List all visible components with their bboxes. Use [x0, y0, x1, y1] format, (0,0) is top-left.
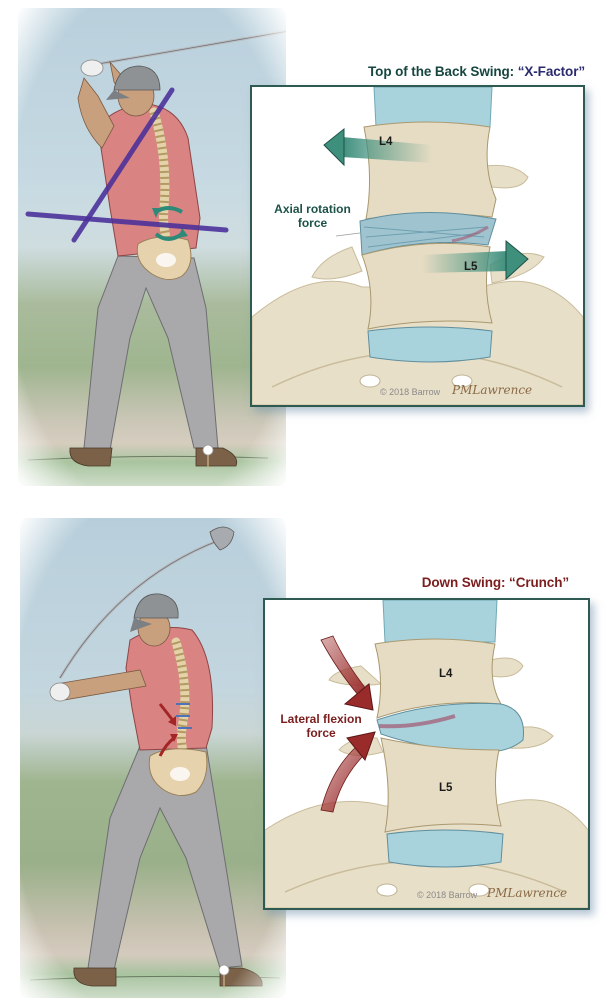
lateral-flexion-force-label: Lateral flexion force — [271, 712, 371, 740]
artist-signature: PMLawrence — [487, 886, 568, 900]
down-swing-title-text: Down Swing: — [421, 575, 510, 590]
lateral-flexion-spine-illustration — [265, 600, 588, 908]
back-swing-golfer-illustration — [25, 30, 286, 468]
copyright-text: © 2018 Barrow — [380, 387, 441, 397]
vertebra-label-l4: L4 — [439, 668, 453, 680]
down-swing-golfer-illustration — [29, 526, 281, 988]
vertebra-label-l5: L5 — [464, 261, 478, 273]
down-swing-inset: L4 L5 Lateral flexion force © 2018 Barro… — [263, 598, 590, 910]
force-label-line-1: Axial rotation — [274, 202, 351, 216]
axial-rotation-force-label: Axial rotation force — [260, 202, 365, 230]
force-label-line-2: force — [297, 216, 328, 230]
back-swing-title-text: Top of the Back Swing: — [368, 64, 518, 79]
down-swing-title-accent: “Crunch” — [509, 575, 569, 590]
force-label-line-1: Lateral flexion — [280, 712, 362, 726]
back-swing-scene — [18, 8, 286, 486]
copyright-text: © 2018 Barrow — [417, 890, 478, 900]
vertebra-label-l5: L5 — [439, 782, 453, 794]
force-label-line-2: force — [306, 726, 336, 740]
axial-rotation-spine-illustration — [252, 87, 583, 405]
down-swing-title: Down Swing: “Crunch” — [422, 575, 569, 590]
vertebra-label-l4: L4 — [379, 136, 393, 148]
artist-signature: PMLawrence — [452, 383, 533, 397]
back-swing-title-accent: “X-Factor” — [517, 64, 585, 79]
back-swing-title: Top of the Back Swing: “X-Factor” — [368, 64, 585, 79]
back-swing-inset: L4 L5 Axial rotation force © 2018 Barrow… — [250, 85, 585, 407]
down-swing-scene — [20, 518, 286, 998]
